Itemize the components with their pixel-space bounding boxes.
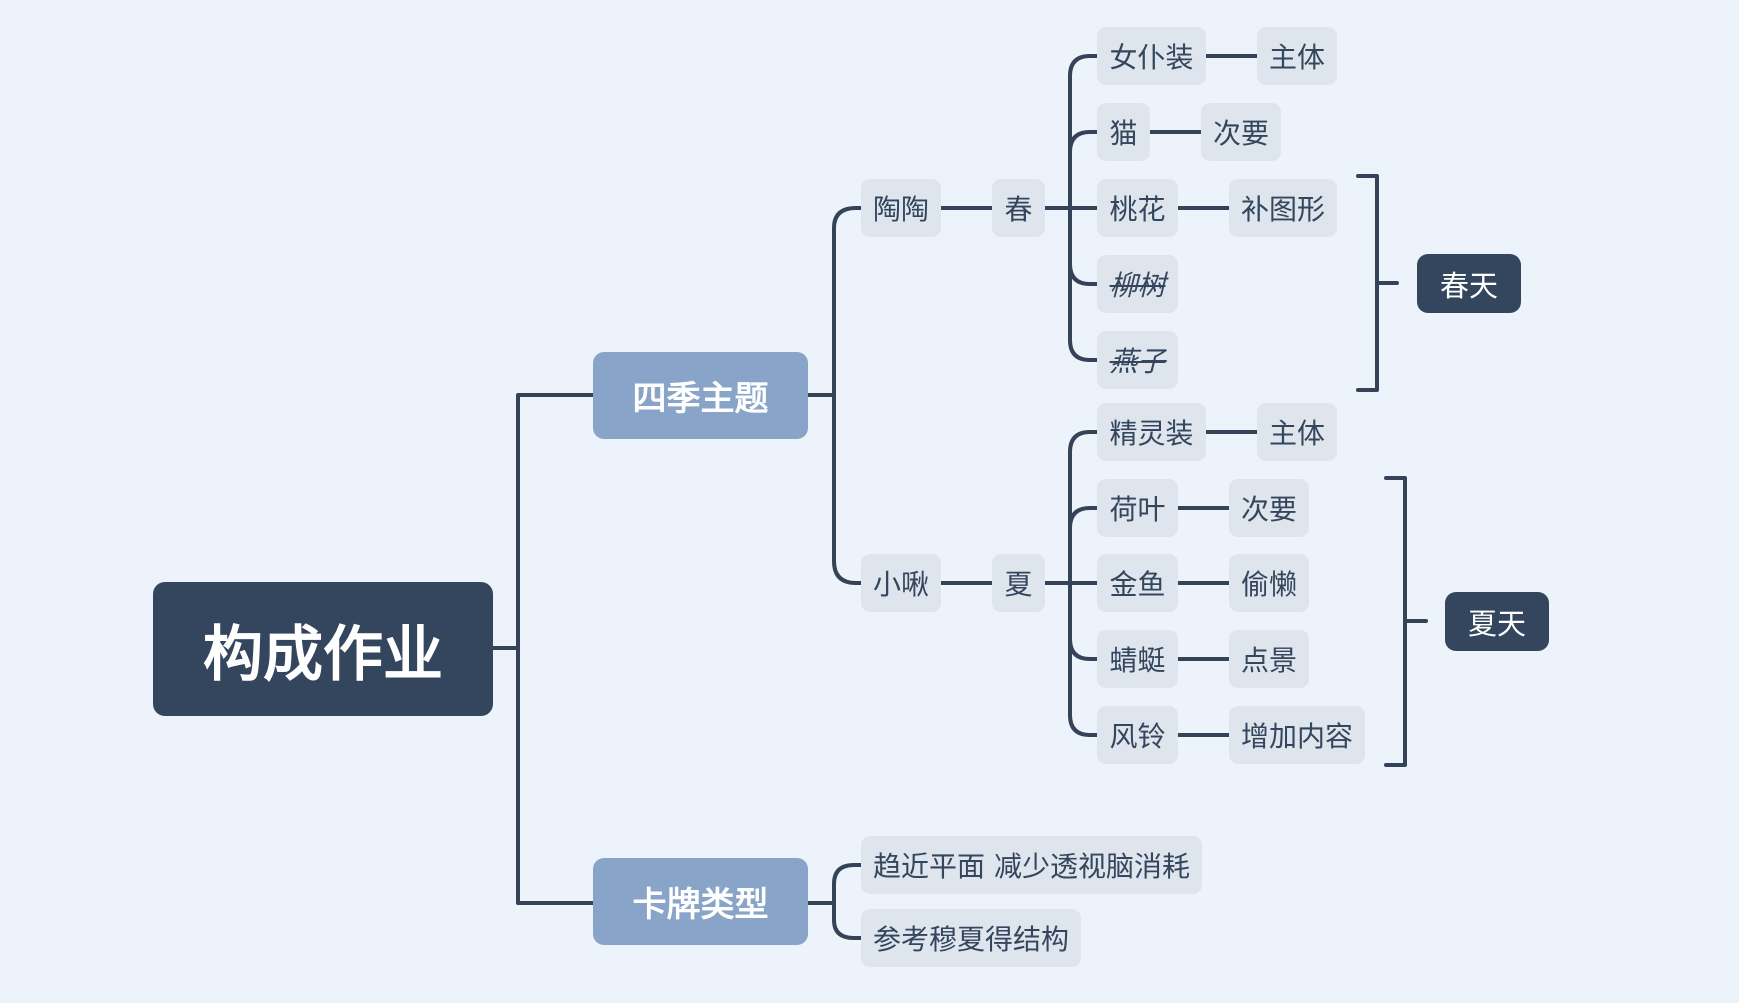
cards-item-2[interactable]: 参考穆夏得结构: [861, 909, 1081, 967]
spring-item-1[interactable]: 女仆装: [1097, 27, 1206, 85]
connector-char-season: [939, 206, 994, 585]
summer-item-1-note[interactable]: 主体: [1257, 403, 1337, 461]
spring-item-3-note[interactable]: 补图形: [1229, 179, 1337, 237]
summer-item-5-note[interactable]: 增加内容: [1229, 706, 1365, 764]
season-spring[interactable]: 春: [992, 179, 1045, 237]
summer-item-4[interactable]: 蜻蜓: [1097, 630, 1178, 688]
connector-summer-notes: [1176, 430, 1259, 737]
cards-item-1[interactable]: 趋近平面 减少透视脑消耗: [861, 836, 1202, 894]
spring-item-3[interactable]: 桃花: [1097, 179, 1178, 237]
spring-summary[interactable]: 春天: [1417, 254, 1521, 313]
spring-item-1-note[interactable]: 主体: [1257, 27, 1337, 85]
connector-summer-items: [1043, 430, 1099, 737]
spring-item-4-struck[interactable]: 柳树: [1097, 255, 1178, 313]
connector-cards: [806, 863, 863, 940]
character-xiaojiu[interactable]: 小啾: [861, 554, 941, 612]
summer-item-2-note[interactable]: 次要: [1229, 479, 1309, 537]
summer-item-3-note[interactable]: 偷懒: [1229, 554, 1309, 612]
spring-item-5-struck[interactable]: 燕子: [1097, 331, 1178, 389]
connector-spring-notes: [1148, 54, 1259, 210]
connector-spring-items: [1043, 54, 1099, 362]
spring-item-2[interactable]: 猫: [1097, 103, 1150, 161]
summer-item-1[interactable]: 精灵装: [1097, 403, 1206, 461]
character-taotao[interactable]: 陶陶: [861, 179, 941, 237]
summer-item-3[interactable]: 金鱼: [1097, 554, 1178, 612]
connector-seasons: [806, 206, 863, 585]
summer-item-5[interactable]: 风铃: [1097, 706, 1178, 764]
root-topic[interactable]: 构成作业: [153, 582, 493, 716]
main-topic-cards[interactable]: 卡牌类型: [593, 858, 808, 945]
summer-item-2[interactable]: 荷叶: [1097, 479, 1178, 537]
spring-item-2-note[interactable]: 次要: [1201, 103, 1281, 161]
spring-summary-bracket: [1356, 174, 1399, 392]
season-summer[interactable]: 夏: [992, 554, 1045, 612]
summer-summary-bracket: [1384, 476, 1428, 767]
summer-item-4-note[interactable]: 点景: [1229, 630, 1309, 688]
summer-summary[interactable]: 夏天: [1445, 592, 1549, 651]
main-topic-seasons[interactable]: 四季主题: [593, 352, 808, 439]
connector-root-main: [491, 392, 595, 905]
